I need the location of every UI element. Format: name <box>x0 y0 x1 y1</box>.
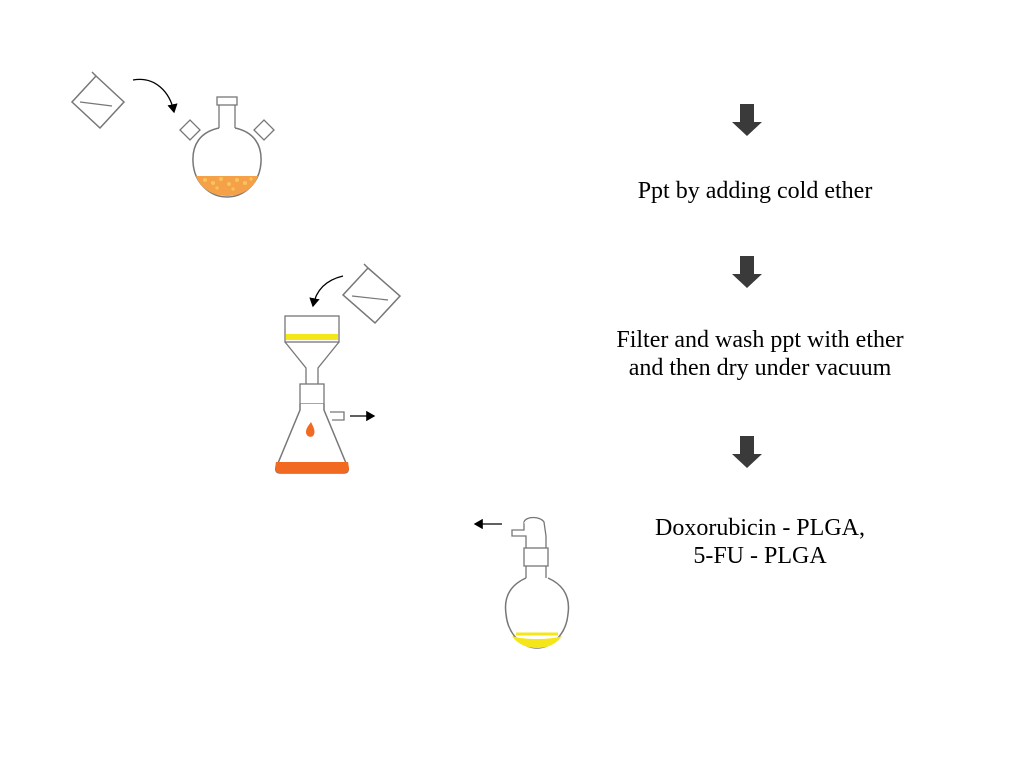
down-arrow-icon <box>732 104 762 136</box>
filter-flask-icon <box>275 404 349 474</box>
down-arrow-icon <box>732 256 762 288</box>
step-line: Ppt by adding cold ether <box>637 178 873 204</box>
step-label-filtration: Filter and wash ppt with ether and then … <box>560 326 960 382</box>
step-label-product: Doxorubicin - PLGA, 5-FU - PLGA <box>560 514 960 570</box>
three-neck-flask-icon <box>179 96 275 198</box>
beaker-icon <box>341 263 402 325</box>
step-line: and then dry under vacuum <box>628 355 892 381</box>
step-line: Filter and wash ppt with ether <box>616 327 904 353</box>
step-line: Doxorubicin - PLGA, <box>655 515 865 541</box>
step-line: 5-FU - PLGA <box>693 543 827 569</box>
down-arrow-icon <box>732 436 762 468</box>
vacuum-flask-icon <box>504 516 570 649</box>
pour-arrow-icon <box>132 78 178 114</box>
step-label-precipitation: Ppt by adding cold ether <box>560 177 950 205</box>
pour-arrow-icon <box>309 275 344 308</box>
beaker-icon <box>70 71 126 130</box>
